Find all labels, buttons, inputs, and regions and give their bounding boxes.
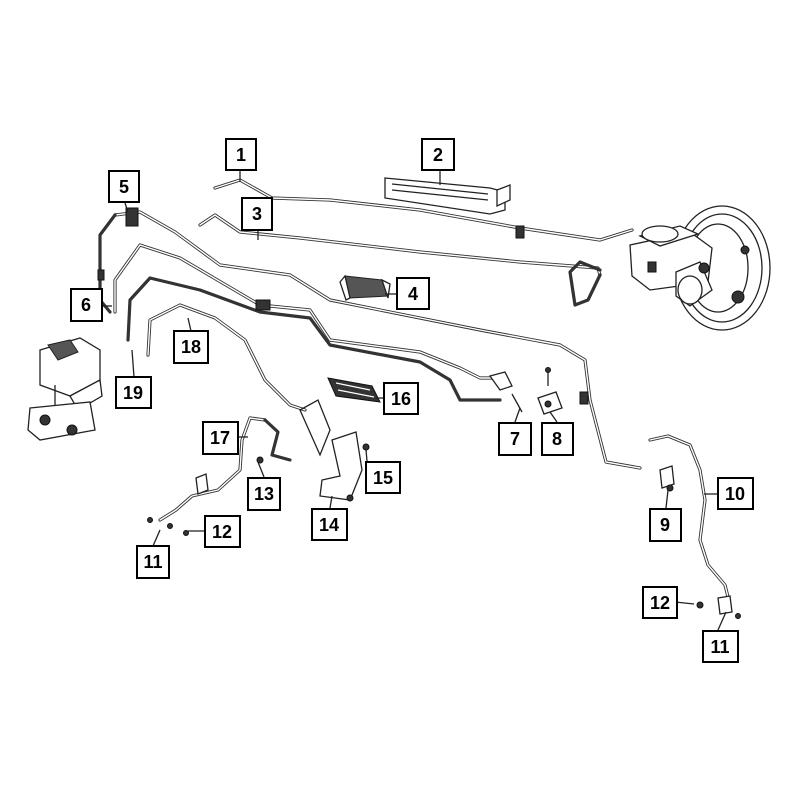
svg-text:4: 4 xyxy=(408,284,418,304)
heat-shield xyxy=(384,177,511,215)
callout-8: 8 xyxy=(541,422,574,456)
svg-text:9: 9 xyxy=(660,515,670,535)
left-sensor-harness xyxy=(147,416,292,536)
callout-7: 7 xyxy=(498,422,532,456)
svg-text:15: 15 xyxy=(373,468,393,488)
callout-19: 19 xyxy=(115,376,152,409)
svg-text:10: 10 xyxy=(725,484,745,504)
line-clip-block xyxy=(327,377,381,403)
svg-text:12: 12 xyxy=(212,522,232,542)
callout-16: 16 xyxy=(383,382,419,415)
callout-2: 2 xyxy=(421,138,455,171)
svg-text:14: 14 xyxy=(319,515,339,535)
callout-4: 4 xyxy=(396,277,430,310)
bracket-cover xyxy=(339,274,391,301)
svg-text:2: 2 xyxy=(433,145,443,165)
svg-text:8: 8 xyxy=(552,429,562,449)
callout-14: 14 xyxy=(311,508,348,541)
abs-module xyxy=(27,337,103,441)
part-14-bracket xyxy=(299,399,363,501)
callout-10: 10 xyxy=(717,477,754,510)
callout-18: 18 xyxy=(173,330,209,364)
svg-text:1: 1 xyxy=(236,145,246,165)
svg-text:6: 6 xyxy=(81,295,91,315)
svg-text:13: 13 xyxy=(254,484,274,504)
svg-text:16: 16 xyxy=(391,389,411,409)
callout-6: 6 xyxy=(70,288,103,322)
right-sensor-harness xyxy=(648,434,741,619)
svg-text:19: 19 xyxy=(123,383,143,403)
svg-text:11: 11 xyxy=(710,637,729,657)
callout-1: 1 xyxy=(225,138,257,171)
brake-tubes xyxy=(97,178,642,470)
svg-text:7: 7 xyxy=(510,429,520,449)
callout-11-left: 11 xyxy=(136,545,170,579)
callout-9: 9 xyxy=(649,508,682,542)
svg-text:5: 5 xyxy=(119,177,129,197)
callout-11-right: 11 xyxy=(702,630,739,663)
part-8-clip xyxy=(537,367,563,415)
part-7-bracket xyxy=(488,371,523,413)
svg-text:18: 18 xyxy=(181,337,201,357)
callout-15: 15 xyxy=(365,461,401,494)
callout-3: 3 xyxy=(241,197,273,231)
callout-13: 13 xyxy=(247,477,281,511)
svg-text:11: 11 xyxy=(143,552,162,572)
part-15-bolt xyxy=(346,443,370,502)
callout-5: 5 xyxy=(108,170,140,203)
svg-text:17: 17 xyxy=(210,428,230,448)
svg-text:3: 3 xyxy=(252,204,262,224)
callout-12-right: 12 xyxy=(642,586,678,619)
master-cylinder xyxy=(629,225,713,307)
callout-17: 17 xyxy=(202,421,239,455)
callout-12-left: 12 xyxy=(204,515,241,548)
svg-text:12: 12 xyxy=(650,593,670,613)
